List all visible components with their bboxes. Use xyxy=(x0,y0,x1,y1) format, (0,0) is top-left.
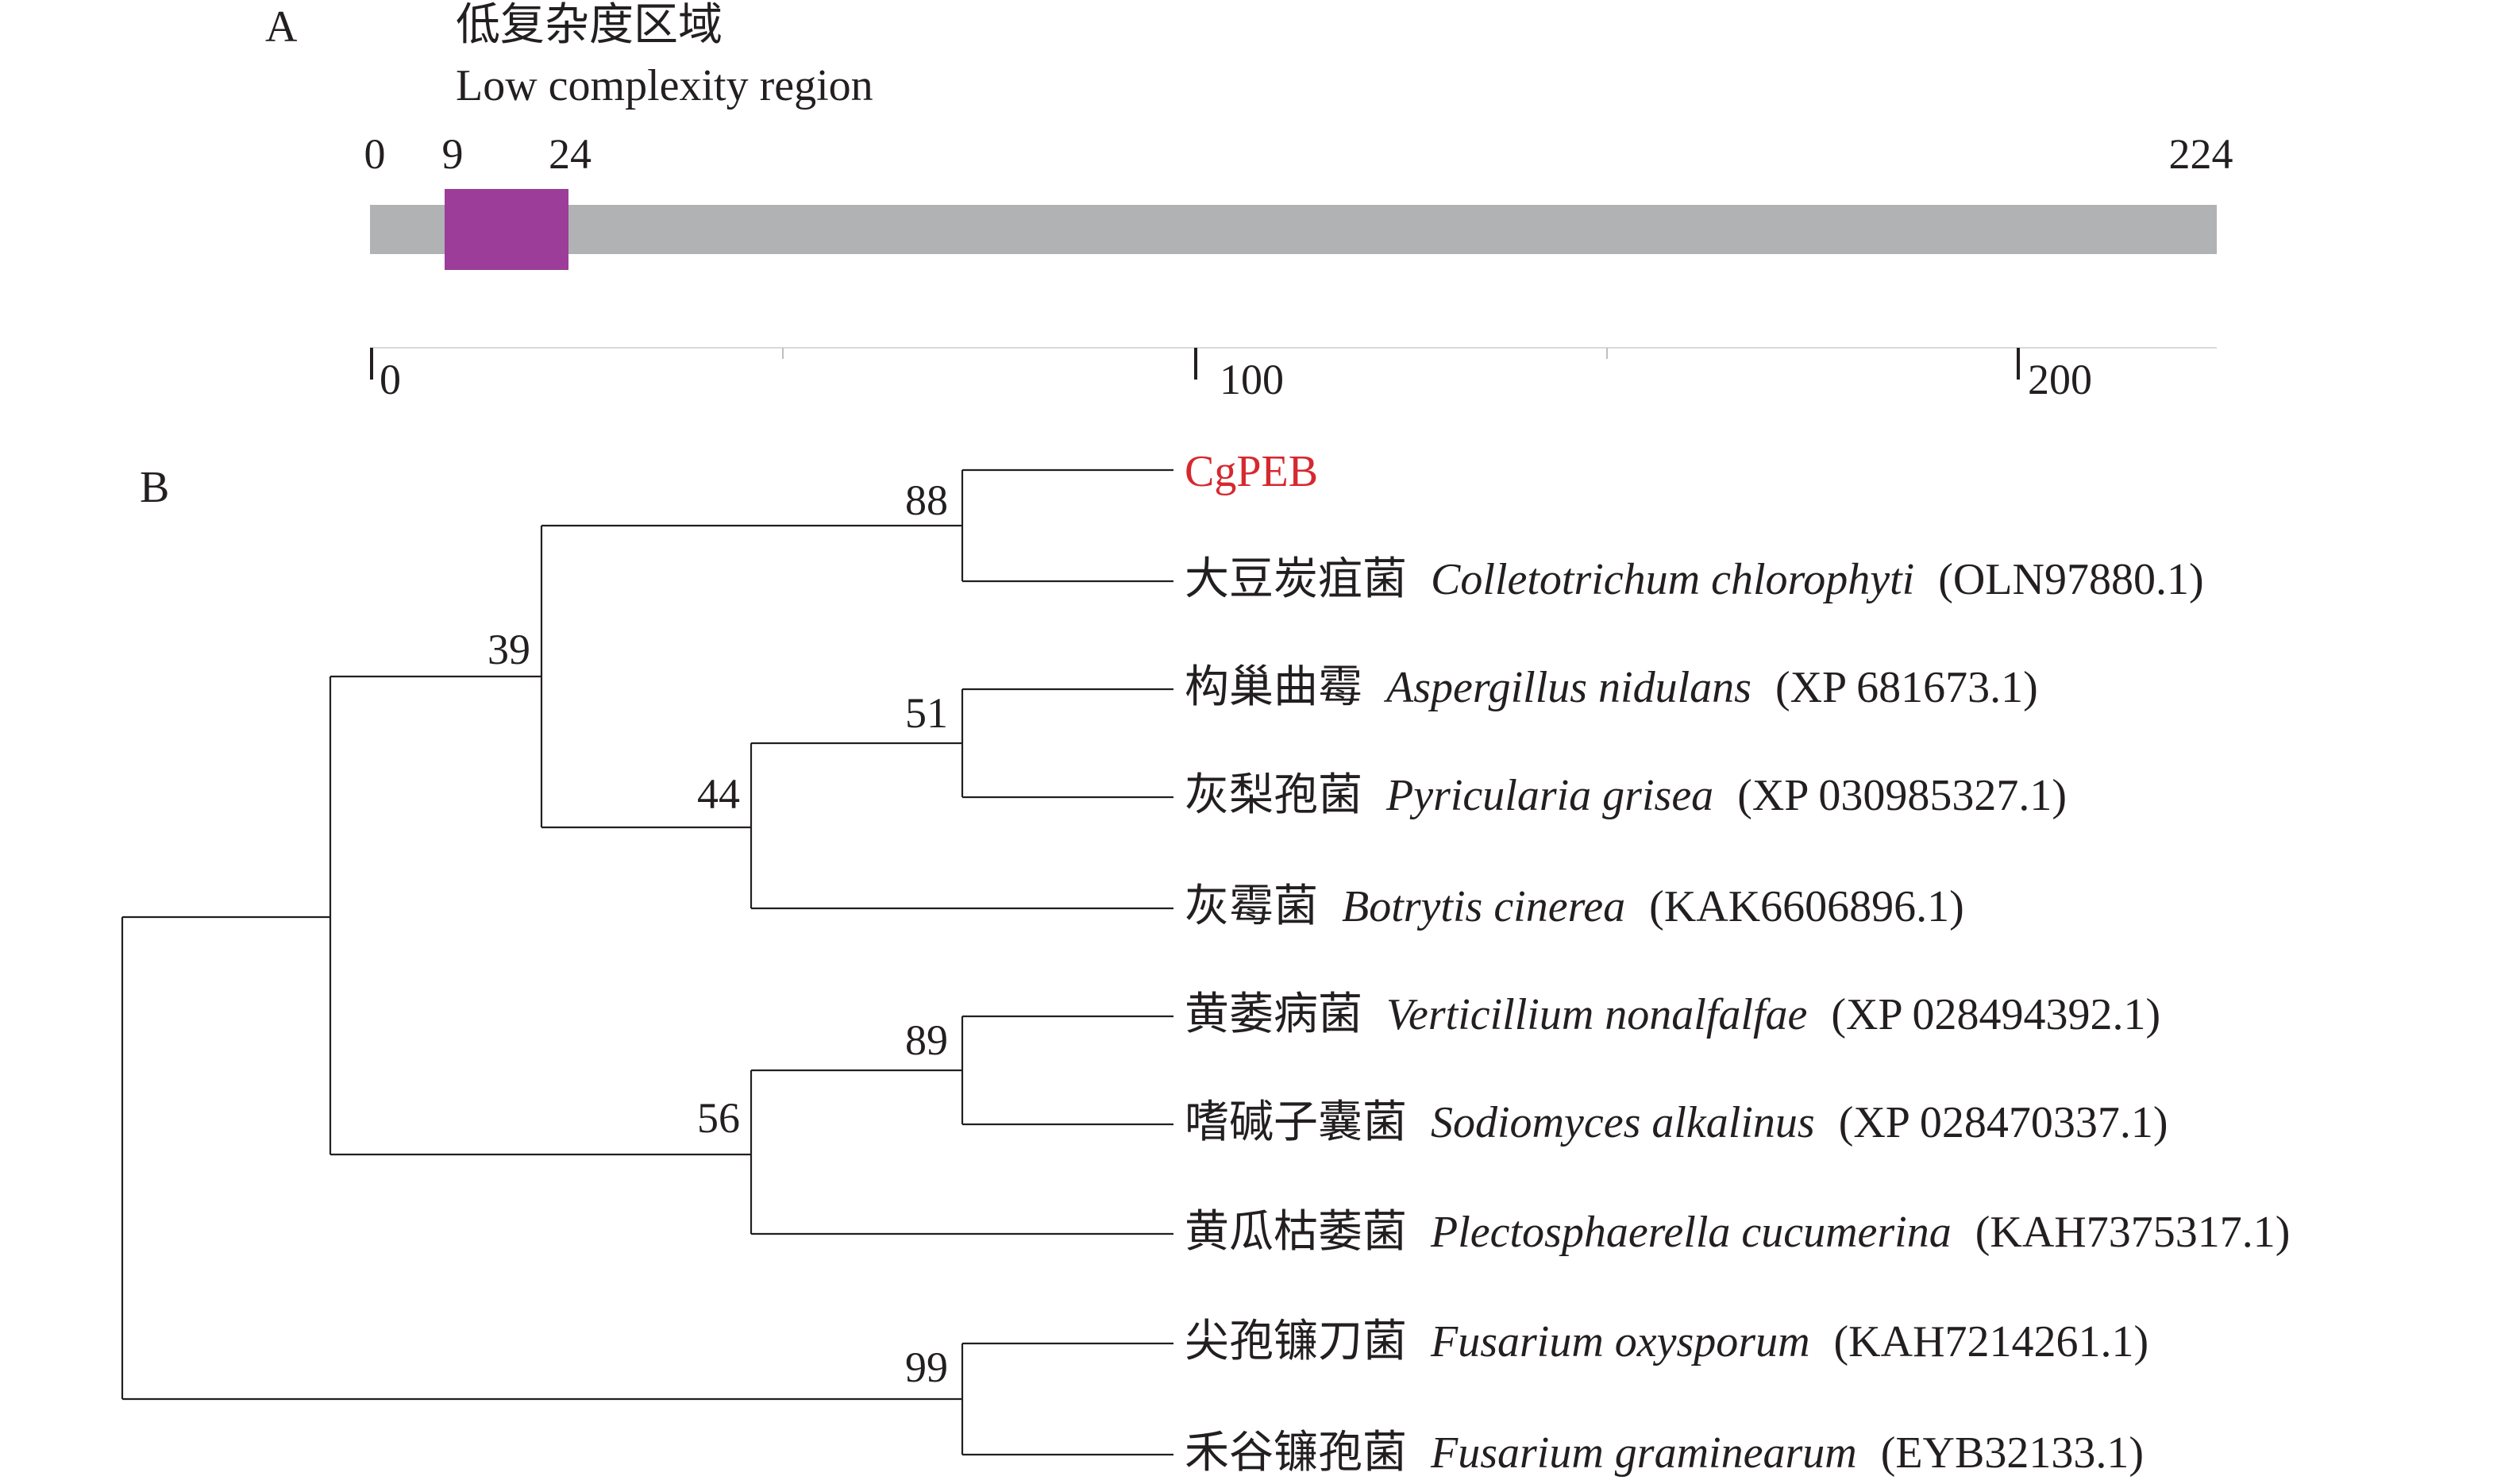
leaf-zh: 黄萎病菌 xyxy=(1185,990,1362,1039)
support-value-node-99: 99 xyxy=(905,1343,948,1391)
position-label-start: 0 xyxy=(364,130,386,178)
tree-branches xyxy=(121,468,1173,1456)
leaf-accession: (KAH7375317.1) xyxy=(1975,1208,2291,1257)
ruler-label-0: 0 xyxy=(380,356,401,403)
leaf-accession: (XP 028470337.1) xyxy=(1839,1098,2168,1147)
leaf-zh: 灰霉菌 xyxy=(1185,882,1318,931)
panel-a-letter: A xyxy=(265,2,298,52)
support-value-node-44: 44 xyxy=(697,770,740,818)
leaf-name-cgpeb: CgPEB xyxy=(1185,447,1318,496)
leaf-label-aspergillus: 构巢曲霉 Aspergillus nidulans (XP 681673.1) xyxy=(1185,663,2038,712)
leaf-label-verticillium: 黄萎病菌 Verticillium nonalfalfae (XP 028494… xyxy=(1185,990,2160,1039)
leaf-zh: 黄瓜枯萎菌 xyxy=(1185,1208,1407,1257)
panel-a: A 低复杂度区域 Low complexity region 0 9 24 22… xyxy=(265,1,2233,403)
leaf-accession: (OLN97880.1) xyxy=(1938,555,2203,604)
leaf-label-botrytis: 灰霉菌 Botrytis cinerea (KAK6606896.1) xyxy=(1185,882,1964,931)
support-value-node-51: 51 xyxy=(905,689,948,737)
leaf-sci: Aspergillus nidulans xyxy=(1383,663,1751,712)
leaf-labels: CgPEB 大豆炭疽菌 Colletotrichum chlorophyti (… xyxy=(1185,447,2290,1478)
leaf-label-cgpeb: CgPEB xyxy=(1185,447,1318,496)
position-label-domain-end: 24 xyxy=(549,130,592,178)
domain-title-en: Low complexity region xyxy=(456,61,873,110)
leaf-zh: 灰梨孢菌 xyxy=(1185,771,1362,820)
leaf-label-colletotrichum: 大豆炭疽菌 Colletotrichum chlorophyti (OLN978… xyxy=(1185,555,2204,604)
leaf-zh: 大豆炭疽菌 xyxy=(1185,555,1407,604)
support-value-node-39: 39 xyxy=(487,626,530,673)
low-complexity-domain xyxy=(445,189,568,270)
position-label-domain-start: 9 xyxy=(442,130,464,178)
leaf-zh: 嗜碱子囊菌 xyxy=(1185,1098,1407,1147)
leaf-accession: (KAK6606896.1) xyxy=(1649,882,1964,931)
leaf-label-pyricularia: 灰梨孢菌 Pyricularia grisea (XP 030985327.1) xyxy=(1185,771,2067,820)
leaf-sci: Sodiomyces alkalinus xyxy=(1431,1098,1815,1147)
leaf-sci: Verticillium nonalfalfae xyxy=(1386,990,1807,1039)
leaf-zh: 尖孢镰刀菌 xyxy=(1185,1317,1407,1366)
ruler-label-100: 100 xyxy=(1220,356,1284,403)
leaf-label-plectosphaerella: 黄瓜枯萎菌 Plectosphaerella cucumerina (KAH73… xyxy=(1185,1208,2290,1257)
leaf-sci: Fusarium oxysporum xyxy=(1430,1317,1810,1366)
leaf-sci: Colletotrichum chlorophyti xyxy=(1431,555,1914,604)
leaf-zh: 构巢曲霉 xyxy=(1185,663,1362,712)
leaf-sci: Plectosphaerella cucumerina xyxy=(1430,1208,1952,1257)
leaf-accession: (KAH7214261.1) xyxy=(1834,1317,2149,1366)
leaf-label-fusarium-oxysporum: 尖孢镰刀菌 Fusarium oxysporum (KAH7214261.1) xyxy=(1185,1317,2148,1366)
leaf-sci: Fusarium graminearum xyxy=(1430,1428,1857,1478)
panel-b-letter: B xyxy=(140,463,169,512)
leaf-accession: (XP 030985327.1) xyxy=(1737,771,2067,820)
protein-bar xyxy=(370,205,2217,254)
leaf-sci: Botrytis cinerea xyxy=(1342,882,1625,931)
leaf-sci: Pyricularia grisea xyxy=(1385,771,1713,820)
leaf-accession: (XP 028494392.1) xyxy=(1831,990,2160,1039)
leaf-zh: 禾谷镰孢菌 xyxy=(1185,1428,1407,1478)
leaf-accession: (EYB32133.1) xyxy=(1881,1428,2144,1478)
support-values: 88 39 51 44 89 56 99 xyxy=(487,476,948,1391)
ruler-label-200: 200 xyxy=(2028,356,2092,403)
leaf-label-fusarium-graminearum: 禾谷镰孢菌 Fusarium graminearum (EYB32133.1) xyxy=(1185,1428,2144,1478)
domain-title-zh: 低复杂度区域 xyxy=(456,1,723,50)
leaf-accession: (XP 681673.1) xyxy=(1775,663,2038,712)
support-value-node-88: 88 xyxy=(905,476,948,524)
ruler: 0 100 200 xyxy=(370,347,2217,403)
position-label-protein-end: 224 xyxy=(2169,130,2233,178)
panel-b: B xyxy=(121,447,2290,1478)
support-value-node-56: 56 xyxy=(697,1094,740,1142)
leaf-label-sodiomyces: 嗜碱子囊菌 Sodiomyces alkalinus (XP 028470337… xyxy=(1185,1098,2168,1147)
support-value-node-89: 89 xyxy=(905,1016,948,1064)
